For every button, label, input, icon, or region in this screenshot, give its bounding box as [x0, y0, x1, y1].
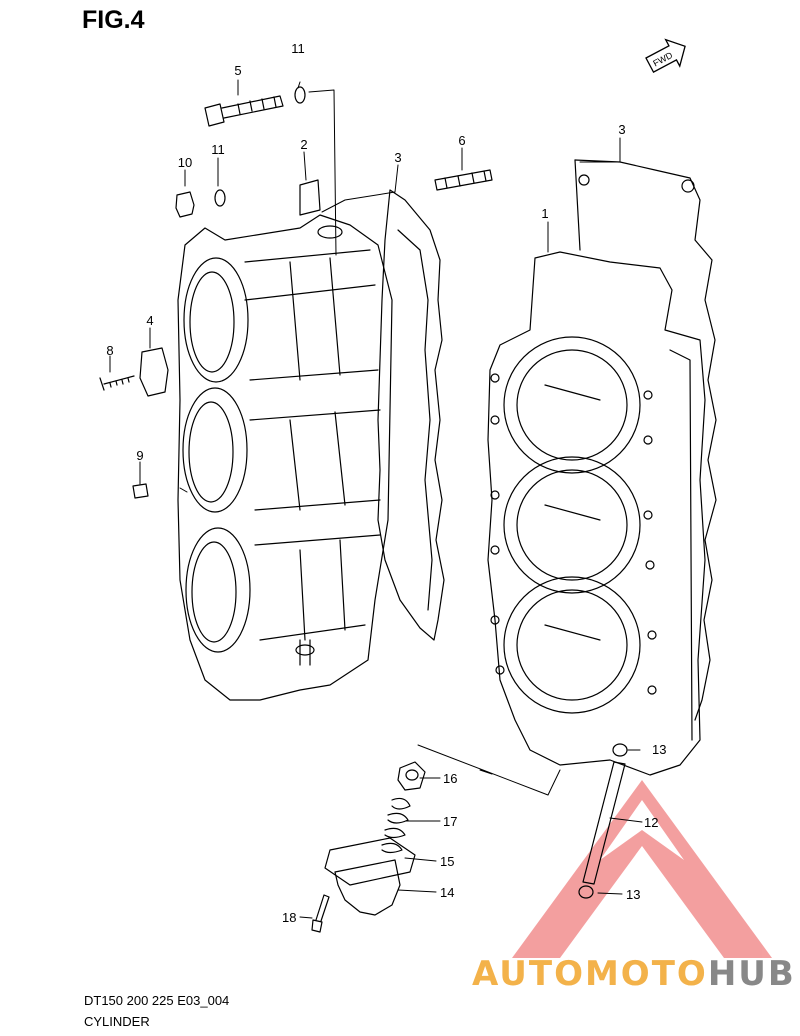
cylinder-block-front — [487, 251, 706, 776]
callout-3-right: 3 — [618, 122, 625, 137]
callout-11-top: 11 — [291, 41, 305, 56]
callout-1: 1 — [541, 206, 548, 221]
gasket-right — [574, 159, 717, 721]
valve-part-16 — [397, 761, 426, 791]
figure-caption: CYLINDER — [84, 1014, 150, 1029]
callout-15: 15 — [440, 854, 454, 869]
bolt-part-18 — [311, 894, 330, 933]
callout-4: 4 — [146, 313, 153, 328]
figure-title: FIG.4 — [82, 6, 145, 34]
leader-lines — [109, 79, 643, 919]
callout-11-mid: 11 — [211, 142, 225, 157]
watermark-text-part1: AUTOMOTO — [472, 954, 708, 994]
stud-part-6 — [434, 169, 493, 191]
callout-13-top: 13 — [652, 742, 666, 757]
callout-16: 16 — [443, 771, 457, 786]
callout-9: 9 — [136, 448, 143, 463]
callout-18: 18 — [282, 910, 296, 925]
bolt-part-5 — [204, 95, 284, 127]
figure-code: DT150 200 225 E03_004 — [84, 993, 230, 1008]
gasket-part-15 — [324, 837, 416, 886]
bracket-part-4 — [139, 347, 169, 397]
callout-14: 14 — [440, 885, 454, 900]
callout-17: 17 — [443, 814, 457, 829]
fitting-part-13-bottom — [578, 885, 594, 899]
screw-part-8 — [99, 375, 135, 391]
watermark-logo — [512, 780, 772, 958]
cylinder-block-side — [177, 179, 393, 701]
cover-part-14 — [334, 859, 401, 916]
callout-5: 5 — [234, 63, 241, 78]
callout-3-left: 3 — [394, 150, 401, 165]
callout-labels: 1 2 3 3 4 5 6 8 9 10 11 11 12 13 13 14 1… — [106, 41, 666, 925]
callout-6: 6 — [458, 133, 465, 148]
gasket-left — [377, 189, 445, 641]
fwd-arrow-icon: FWD — [645, 38, 686, 74]
callout-2: 2 — [300, 137, 307, 152]
callout-10: 10 — [178, 155, 192, 170]
watermark-text-part2: HUB — [707, 954, 796, 994]
nut-part-10 — [175, 191, 195, 218]
watermark-text: AUTOMOTOHUB — [472, 954, 796, 994]
callout-13-bottom: 13 — [626, 887, 640, 902]
washer-part-11-mid — [214, 189, 226, 207]
callout-8: 8 — [106, 343, 113, 358]
callout-12: 12 — [644, 815, 658, 830]
washer-part-11-top — [294, 86, 306, 104]
spring-part-17 — [381, 797, 411, 854]
plug-part-9 — [132, 483, 149, 499]
fitting-part-13-top — [612, 743, 628, 757]
pipe-part-12 — [582, 761, 626, 885]
